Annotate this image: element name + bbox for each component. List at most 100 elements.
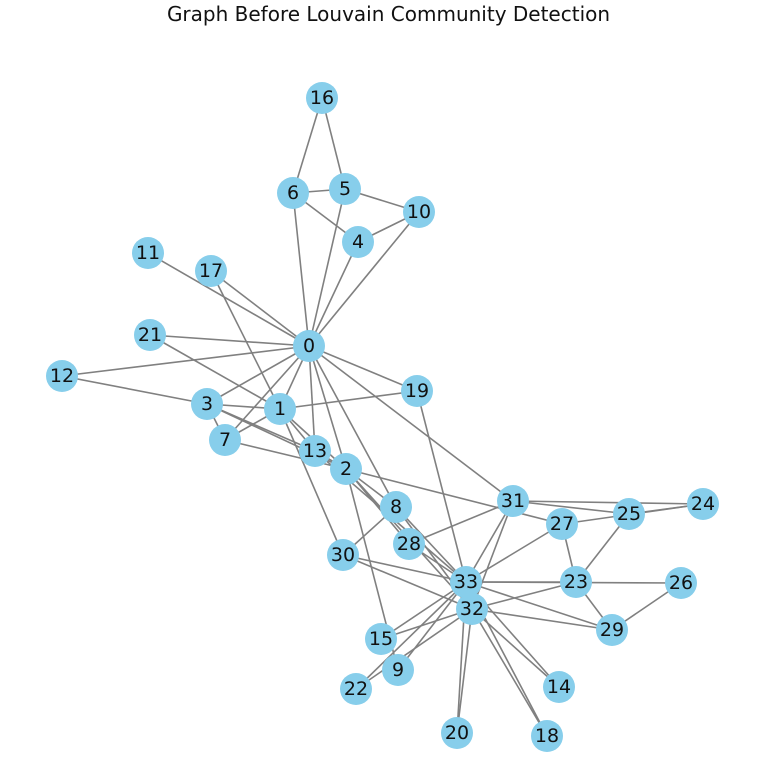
edge-28-31 (408, 500, 514, 545)
edge-0-8 (308, 345, 397, 508)
edge-3-13 (206, 403, 316, 452)
edge-22-32 (355, 608, 473, 690)
node-circle (665, 567, 697, 599)
node-circle (330, 453, 362, 485)
node-circle (209, 424, 241, 456)
node-circle (134, 319, 166, 351)
node-label: 24 (691, 493, 715, 515)
edge-0-31 (308, 345, 514, 502)
node-circle (46, 360, 78, 392)
edge-0-3 (206, 345, 310, 405)
node-circle (299, 435, 331, 467)
node-circle (613, 498, 645, 530)
node-circle (560, 566, 592, 598)
node-16: 16 (306, 82, 338, 114)
node-30: 30 (327, 539, 359, 571)
node-circle (340, 673, 372, 705)
node-17: 17 (195, 255, 227, 287)
edge-0-12 (61, 345, 310, 377)
nodes-layer: 0123456789101112131415161718192021222324… (46, 82, 719, 752)
node-label: 15 (369, 628, 393, 650)
edge-1-19 (279, 390, 418, 410)
node-circle (497, 485, 529, 517)
edge-30-32 (342, 554, 473, 610)
node-label: 0 (303, 335, 315, 357)
node-label: 9 (392, 659, 404, 681)
node-2: 2 (330, 453, 362, 485)
node-21: 21 (134, 319, 166, 351)
node-circle (380, 491, 412, 523)
edge-0-13 (308, 345, 316, 452)
node-circle (365, 623, 397, 655)
node-7: 7 (209, 424, 241, 456)
edge-31-32 (471, 500, 514, 610)
node-circle (687, 488, 719, 520)
node-circle (306, 82, 338, 114)
node-label: 31 (501, 490, 525, 512)
edge-25-31 (512, 500, 630, 515)
edge-29-32 (471, 608, 613, 631)
edge-24-31 (512, 500, 704, 505)
node-20: 20 (441, 717, 473, 749)
node-31: 31 (497, 485, 529, 517)
edge-9-33 (397, 581, 467, 671)
edge-0-6 (292, 192, 310, 347)
node-12: 12 (46, 360, 78, 392)
edge-0-7 (224, 345, 310, 441)
edge-0-4 (308, 241, 359, 347)
edge-19-33 (416, 390, 467, 583)
node-6: 6 (277, 177, 309, 209)
node-25: 25 (613, 498, 645, 530)
graph-title: Graph Before Louvain Community Detection (166, 2, 611, 26)
edge-23-32 (471, 581, 577, 610)
edge-0-2 (308, 345, 347, 470)
edge-0-21 (149, 334, 310, 347)
node-0: 0 (293, 330, 325, 362)
node-label: 10 (407, 201, 431, 223)
node-label: 4 (352, 231, 364, 253)
edge-0-19 (308, 345, 418, 392)
node-circle (441, 717, 473, 749)
node-circle (382, 654, 414, 686)
node-8: 8 (380, 491, 412, 523)
node-label: 28 (397, 533, 421, 555)
edge-3-12 (61, 375, 208, 405)
edge-1-21 (149, 334, 281, 410)
node-26: 26 (665, 567, 697, 599)
edge-1-17 (210, 270, 281, 410)
edge-15-33 (380, 581, 467, 640)
node-circle (401, 375, 433, 407)
node-label: 3 (201, 393, 213, 415)
node-9: 9 (382, 654, 414, 686)
edge-18-32 (471, 608, 548, 737)
node-label: 33 (454, 571, 478, 593)
node-3: 3 (191, 388, 223, 420)
node-label: 29 (600, 619, 624, 641)
node-22: 22 (340, 673, 372, 705)
node-10: 10 (403, 196, 435, 228)
node-label: 6 (287, 182, 299, 204)
node-circle (450, 566, 482, 598)
edge-8-33 (395, 506, 467, 583)
node-label: 12 (50, 365, 74, 387)
node-circle (264, 393, 296, 425)
node-label: 23 (564, 571, 588, 593)
node-circle (403, 196, 435, 228)
node-15: 15 (365, 623, 397, 655)
node-label: 8 (390, 496, 402, 518)
edge-2-27 (345, 468, 563, 525)
node-33: 33 (450, 566, 482, 598)
node-circle (191, 388, 223, 420)
node-label: 2 (340, 458, 352, 480)
node-label: 16 (310, 87, 334, 109)
node-circle (456, 593, 488, 625)
node-label: 18 (535, 725, 559, 747)
node-label: 27 (550, 513, 574, 535)
edge-0-5 (308, 188, 346, 347)
edge-20-32 (456, 608, 473, 734)
node-28: 28 (393, 528, 425, 560)
node-circle (342, 226, 374, 258)
node-label: 1 (274, 398, 286, 420)
node-1: 1 (264, 393, 296, 425)
node-circle (277, 177, 309, 209)
